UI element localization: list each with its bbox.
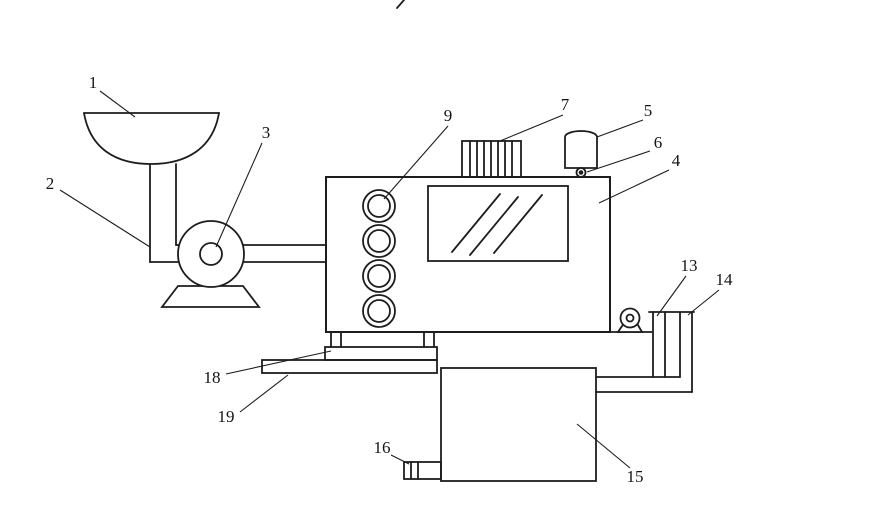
valve-dot	[578, 170, 584, 175]
leader-line-19	[239, 374, 289, 413]
pulley-outer-circle	[619, 307, 641, 329]
dial-ring-inner	[367, 299, 391, 323]
upper-plate	[324, 346, 438, 361]
glass-hatch-line	[493, 194, 543, 254]
part-label-19: 19	[218, 407, 235, 426]
dial-ring-inner	[367, 229, 391, 253]
leader-line-16	[390, 454, 410, 465]
dial-ring-outer	[362, 294, 396, 328]
leader-line-13	[656, 275, 687, 317]
part-label-7: 7	[561, 95, 570, 114]
cylinder-body	[564, 130, 598, 169]
leader-line-5	[596, 119, 644, 138]
outlet-fitting	[403, 461, 442, 480]
part-label-9: 9	[444, 106, 453, 125]
leader-line-2	[59, 189, 151, 248]
part-label-15: 15	[627, 467, 644, 486]
pump-assembly	[160, 220, 261, 308]
glass-hatch-line	[469, 196, 519, 256]
leader-line-15	[576, 423, 631, 469]
collection-tank	[440, 367, 597, 482]
leader-line-14	[687, 289, 720, 316]
dial-ring-inner	[367, 264, 391, 288]
part-label-4: 4	[672, 151, 681, 170]
label-layer: 1 2 3 4 5 6 7 9 13 14 15 16 18 19	[46, 73, 733, 486]
part-label-2: 2	[46, 174, 55, 193]
part-label-3: 3	[262, 123, 271, 142]
part-label-13: 13	[681, 256, 698, 275]
part-label-18: 18	[204, 368, 221, 387]
window-frame	[427, 185, 569, 262]
leader-line-1	[99, 90, 136, 118]
glass-hatch-line	[451, 193, 501, 253]
pulley-inner-circle	[625, 313, 635, 323]
dial-ring-column	[362, 189, 396, 328]
hopper-curve	[83, 112, 220, 165]
pump-inner-circle	[199, 242, 223, 266]
hopper-bowl	[83, 112, 220, 165]
leader-line-4	[598, 169, 670, 204]
dial-ring-outer	[362, 224, 396, 258]
support-legs	[330, 331, 435, 348]
pulley-assembly	[609, 307, 653, 333]
cylinder-and-valve	[564, 130, 598, 178]
cropped-caption-mark	[396, 0, 405, 9]
part-label-6: 6	[654, 133, 663, 152]
part-label-16: 16	[374, 438, 391, 457]
part-label-5: 5	[644, 101, 653, 120]
part-label-14: 14	[716, 270, 734, 289]
vent-block	[461, 140, 522, 178]
dial-ring-inner	[367, 194, 391, 218]
leader-line-layer	[59, 90, 720, 469]
outlet-body	[403, 461, 442, 480]
leader-line-6	[586, 150, 651, 173]
part-label-1: 1	[89, 73, 98, 92]
leader-line-3	[215, 142, 263, 248]
leader-line-18	[225, 350, 332, 375]
leader-line-7	[499, 114, 564, 142]
dial-ring-outer	[362, 189, 396, 223]
base-plate	[261, 359, 438, 374]
right-duct	[595, 311, 695, 393]
leader-line-9	[383, 125, 449, 200]
dial-ring-outer	[362, 259, 396, 293]
drawing-layer	[83, 0, 695, 482]
inspection-window	[427, 185, 569, 262]
pump-base-trapezoid	[160, 285, 261, 308]
